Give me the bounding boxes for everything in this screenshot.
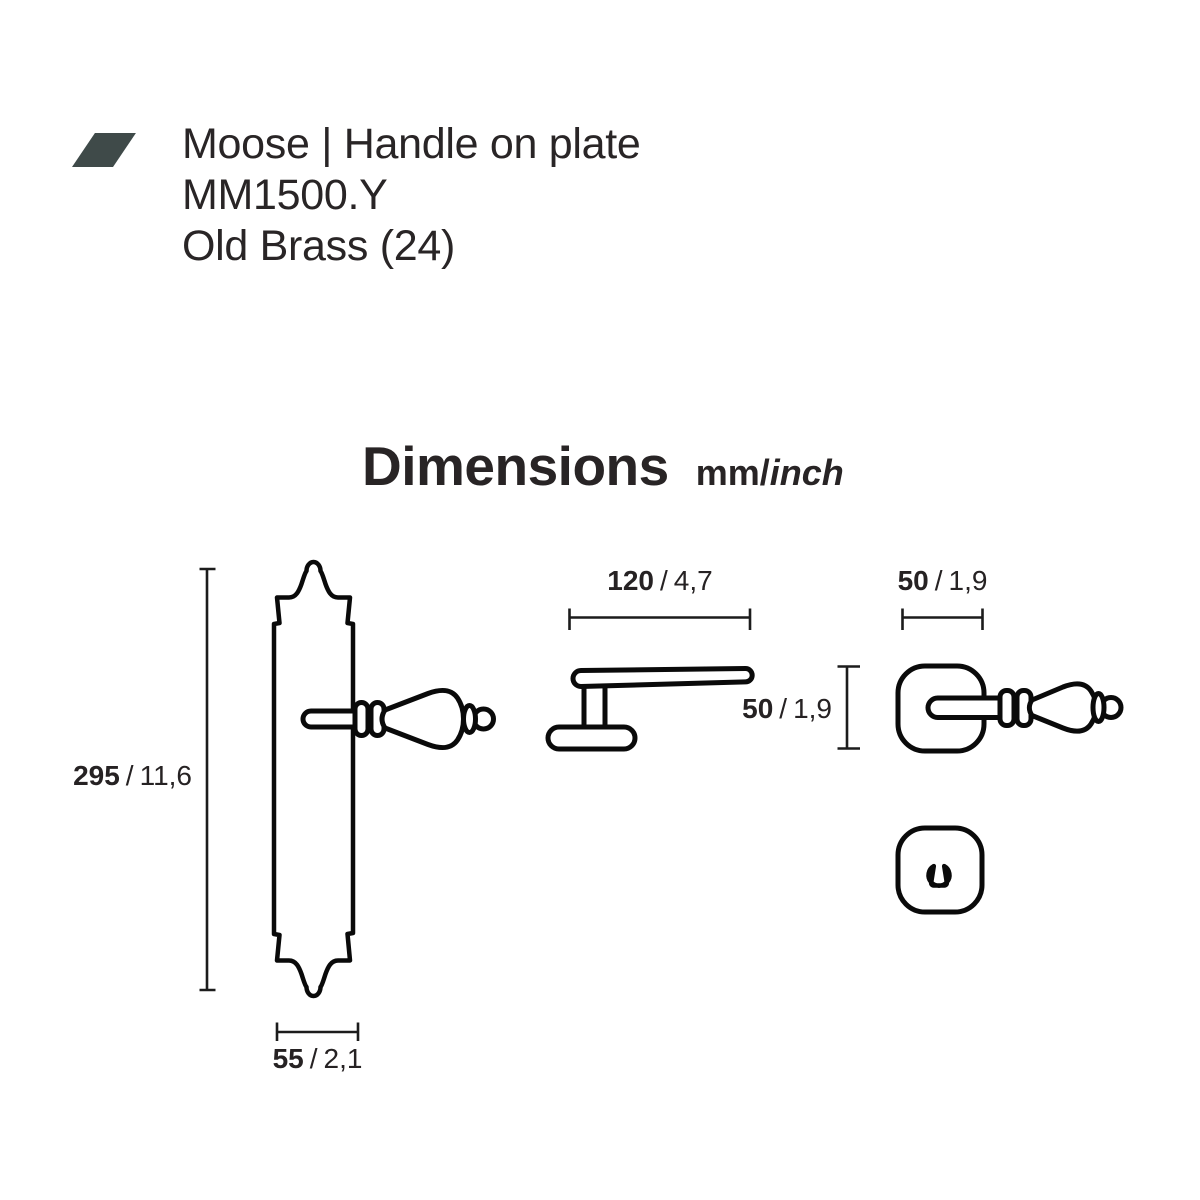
- escutcheon-outline: [895, 825, 985, 915]
- handle-length-label: 120/4,7: [580, 565, 740, 597]
- handle-on-rose-front-view: [895, 608, 1124, 754]
- plate-width-inch: 2,1: [323, 1043, 363, 1074]
- lever-grip-teardrop: [379, 687, 466, 751]
- rose-width-mm: 50: [897, 565, 929, 596]
- rose-lever-shaft: [925, 695, 1011, 720]
- handle-on-plate-front-view: [199, 559, 496, 1041]
- unit-separator: /: [759, 452, 770, 493]
- section-title-text: Dimensions: [362, 435, 669, 497]
- rose-lever-grip-teardrop: [1026, 681, 1099, 734]
- section-title: Dimensions mm/inch: [362, 434, 844, 498]
- product-finish: Old Brass (24): [182, 222, 455, 270]
- keyhole-icon: [926, 863, 952, 888]
- separator: /: [660, 565, 668, 596]
- handle-length-inch: 4,7: [673, 565, 713, 596]
- rose-lever-collar-ring: [997, 688, 1017, 728]
- rose-width-label: 50/1,9: [862, 565, 1023, 597]
- rose-width-dimension-line: [901, 608, 984, 630]
- handle-projection-dimension-line: [837, 665, 860, 750]
- handle-projection-inch: 1,9: [793, 693, 832, 724]
- handle-projection-mm: 50: [742, 693, 774, 724]
- product-info: Moose | Handle on plate MM1500.Y Old Bra…: [182, 119, 641, 272]
- lever-finial-disc: [461, 703, 478, 735]
- handle-length-mm: 120: [607, 565, 654, 596]
- keyhole-escutcheon-front-view: [895, 825, 985, 915]
- section-title-units: mm/inch: [696, 452, 844, 493]
- plate-outline: [271, 559, 356, 999]
- plate-height-mm: 295: [73, 760, 120, 791]
- plate-height-dimension-line: [199, 567, 216, 992]
- handle-neck-side: [581, 681, 608, 733]
- handle-length-dimension-line: [568, 608, 752, 630]
- plate-height-inch: 11,6: [139, 760, 192, 791]
- plate-width-dimension-line: [275, 1022, 360, 1041]
- lever-bar-side: [570, 666, 755, 689]
- rose-lever-finial-disc: [1090, 691, 1107, 724]
- handle-projection-label: 50/1,9: [664, 693, 832, 725]
- unit-mm: mm: [695, 452, 760, 493]
- rose-width-inch: 1,9: [948, 565, 988, 596]
- plate-width-mm: 55: [272, 1043, 304, 1074]
- handle-side-view: [545, 608, 860, 752]
- separator: /: [309, 1043, 318, 1074]
- separator: /: [934, 565, 943, 596]
- plate-height-label: 295/11,6: [18, 760, 192, 792]
- plate-width-label: 55/2,1: [237, 1043, 398, 1075]
- product-model: MM1500.Y: [182, 171, 388, 219]
- separator: /: [125, 760, 134, 791]
- unit-inch: inch: [769, 452, 844, 493]
- separator: /: [779, 693, 788, 724]
- product-title: Moose | Handle on plate: [182, 120, 641, 168]
- rose-side: [545, 724, 638, 752]
- lever-collar-ring: [352, 700, 371, 738]
